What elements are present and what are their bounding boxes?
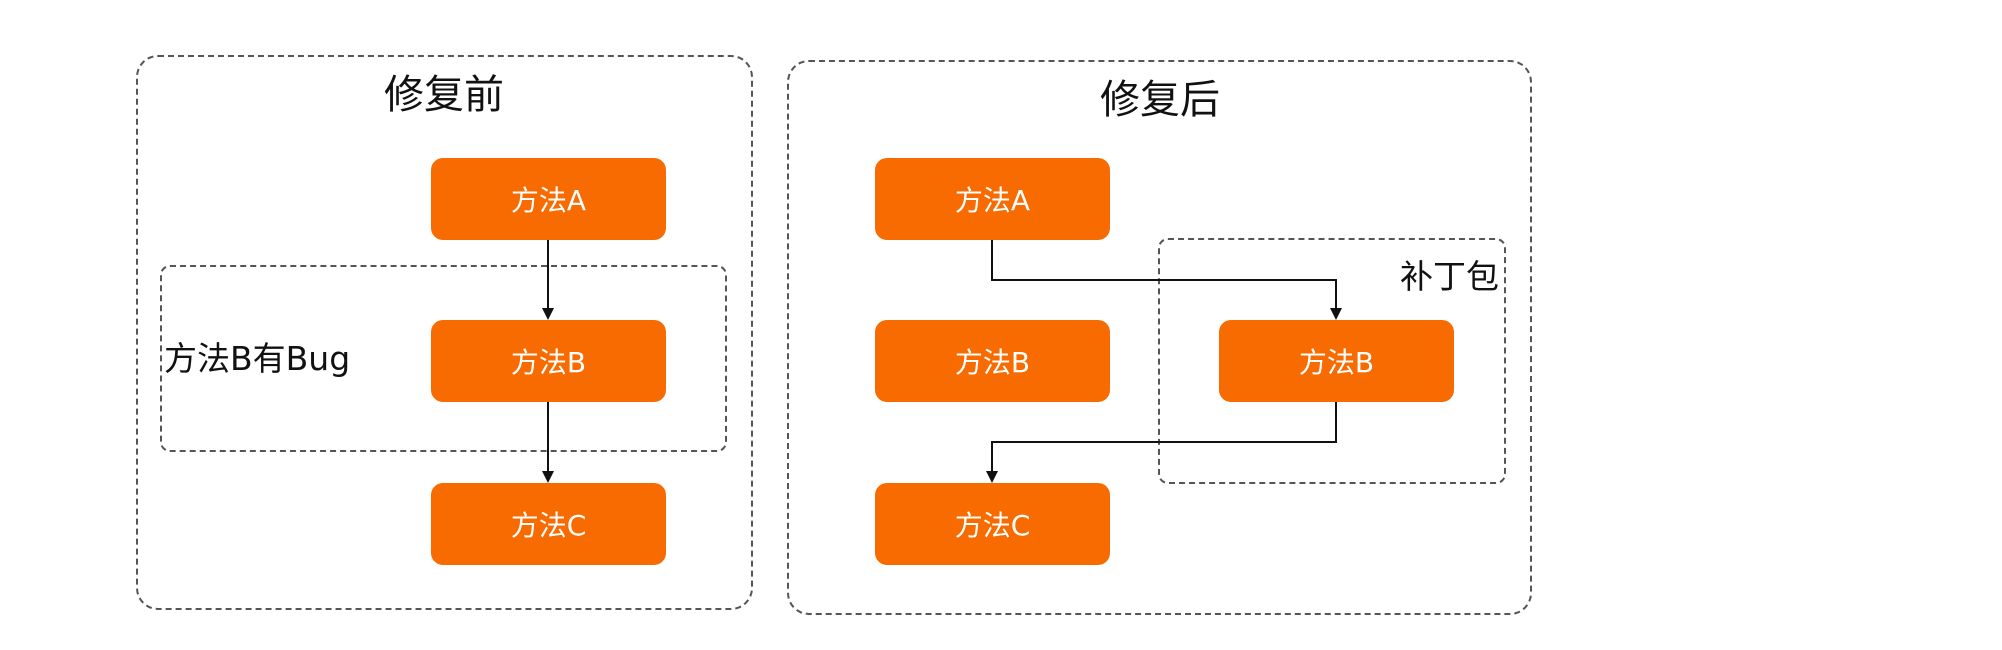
after-fix-title: 修复后 [1100, 77, 1220, 123]
after-arrow-patched-b-to-c [986, 402, 1337, 483]
after-arrow-a-to-patched-b [991, 240, 1342, 320]
after-fix-panel [787, 60, 1532, 615]
patch-package-region [1158, 238, 1506, 484]
after-original-method-b-node: 方法B [875, 320, 1110, 402]
before-method-b-node: 方法B [431, 320, 666, 402]
before-fix-title: 修复前 [384, 72, 504, 118]
patch-package-label: 补丁包 [1400, 257, 1499, 296]
before-fix-panel [136, 55, 753, 610]
bug-note: 方法B有Bug [164, 339, 351, 378]
after-method-a-node: 方法A [875, 158, 1110, 240]
after-patched-method-b-node: 方法B [1219, 320, 1454, 402]
before-method-c-node: 方法C [431, 483, 666, 565]
before-method-a-node: 方法A [431, 158, 666, 240]
after-method-c-node: 方法C [875, 483, 1110, 565]
buggy-method-region [160, 265, 727, 452]
